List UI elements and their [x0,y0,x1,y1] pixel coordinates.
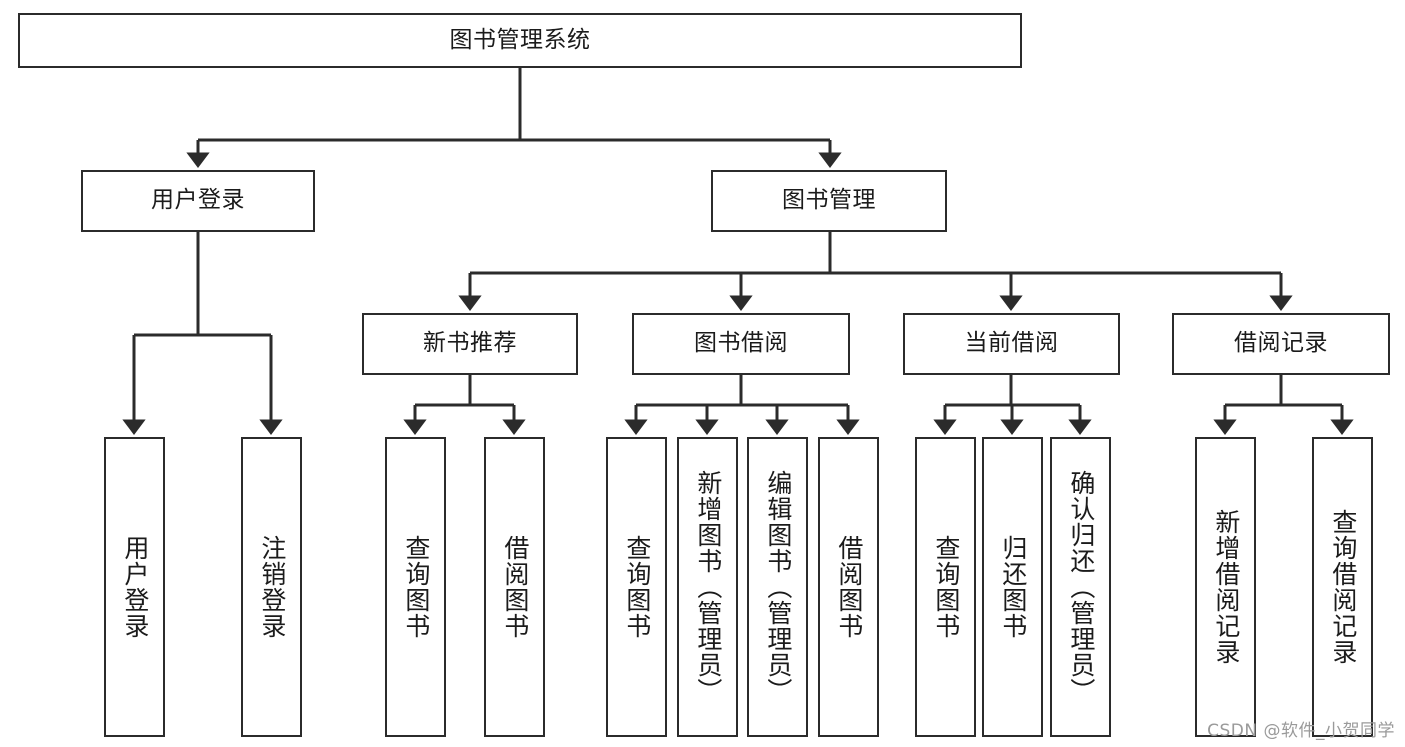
leaf-book-borrow-borrow-book[interactable]: 借阅图书 [818,437,879,737]
node-borrow-record[interactable]: 借阅记录 [1172,313,1390,375]
node-book-management[interactable]: 图书管理 [711,170,947,232]
node-label: 用户登录 [151,187,245,214]
node-label: 注销登录 [257,535,287,639]
leaf-book-borrow-edit-book-admin[interactable]: 编辑图书（管理员） [747,437,808,737]
node-label: 确认归还（管理员） [1066,470,1096,704]
leaf-user-login-login[interactable]: 用户登录 [104,437,165,737]
node-book-borrow[interactable]: 图书借阅 [632,313,850,375]
node-new-book-recommend[interactable]: 新书推荐 [362,313,578,375]
node-root-book-management-system[interactable]: 图书管理系统 [18,13,1022,68]
leaf-borrow-record-query-record[interactable]: 查询借阅记录 [1312,437,1373,737]
leaf-book-borrow-add-book-admin[interactable]: 新增图书（管理员） [677,437,738,737]
node-label: 新增借阅记录 [1211,509,1241,665]
node-label: 当前借阅 [964,330,1059,357]
node-label: 图书管理 [782,187,876,214]
leaf-current-borrow-confirm-return-admin[interactable]: 确认归还（管理员） [1050,437,1111,737]
node-label: 查询图书 [622,535,652,639]
node-label: 查询图书 [931,535,961,639]
leaf-borrow-record-add-record[interactable]: 新增借阅记录 [1195,437,1256,737]
node-current-borrow[interactable]: 当前借阅 [903,313,1120,375]
node-label: 借阅图书 [834,535,864,639]
node-label: 查询图书 [401,535,431,639]
leaf-book-borrow-query-book[interactable]: 查询图书 [606,437,667,737]
node-label: 查询借阅记录 [1328,509,1358,665]
node-label: 借阅记录 [1234,330,1328,357]
leaf-new-book-borrow-book[interactable]: 借阅图书 [484,437,545,737]
node-label: 图书借阅 [694,330,788,357]
leaf-current-borrow-return-book[interactable]: 归还图书 [982,437,1043,737]
node-user-login[interactable]: 用户登录 [81,170,315,232]
node-label: 新增图书（管理员） [693,470,723,704]
leaf-new-book-query-book[interactable]: 查询图书 [385,437,446,737]
node-label: 新书推荐 [423,330,517,357]
node-label: 图书管理系统 [449,26,591,53]
node-label: 编辑图书（管理员） [763,470,793,704]
node-label: 借阅图书 [500,535,530,639]
node-label: 归还图书 [998,535,1028,639]
node-label: 用户登录 [120,535,150,639]
csdn-watermark: CSDN @软件_小贺同学 [1207,721,1395,741]
leaf-current-borrow-query-book[interactable]: 查询图书 [915,437,976,737]
leaf-user-login-logout[interactable]: 注销登录 [241,437,302,737]
